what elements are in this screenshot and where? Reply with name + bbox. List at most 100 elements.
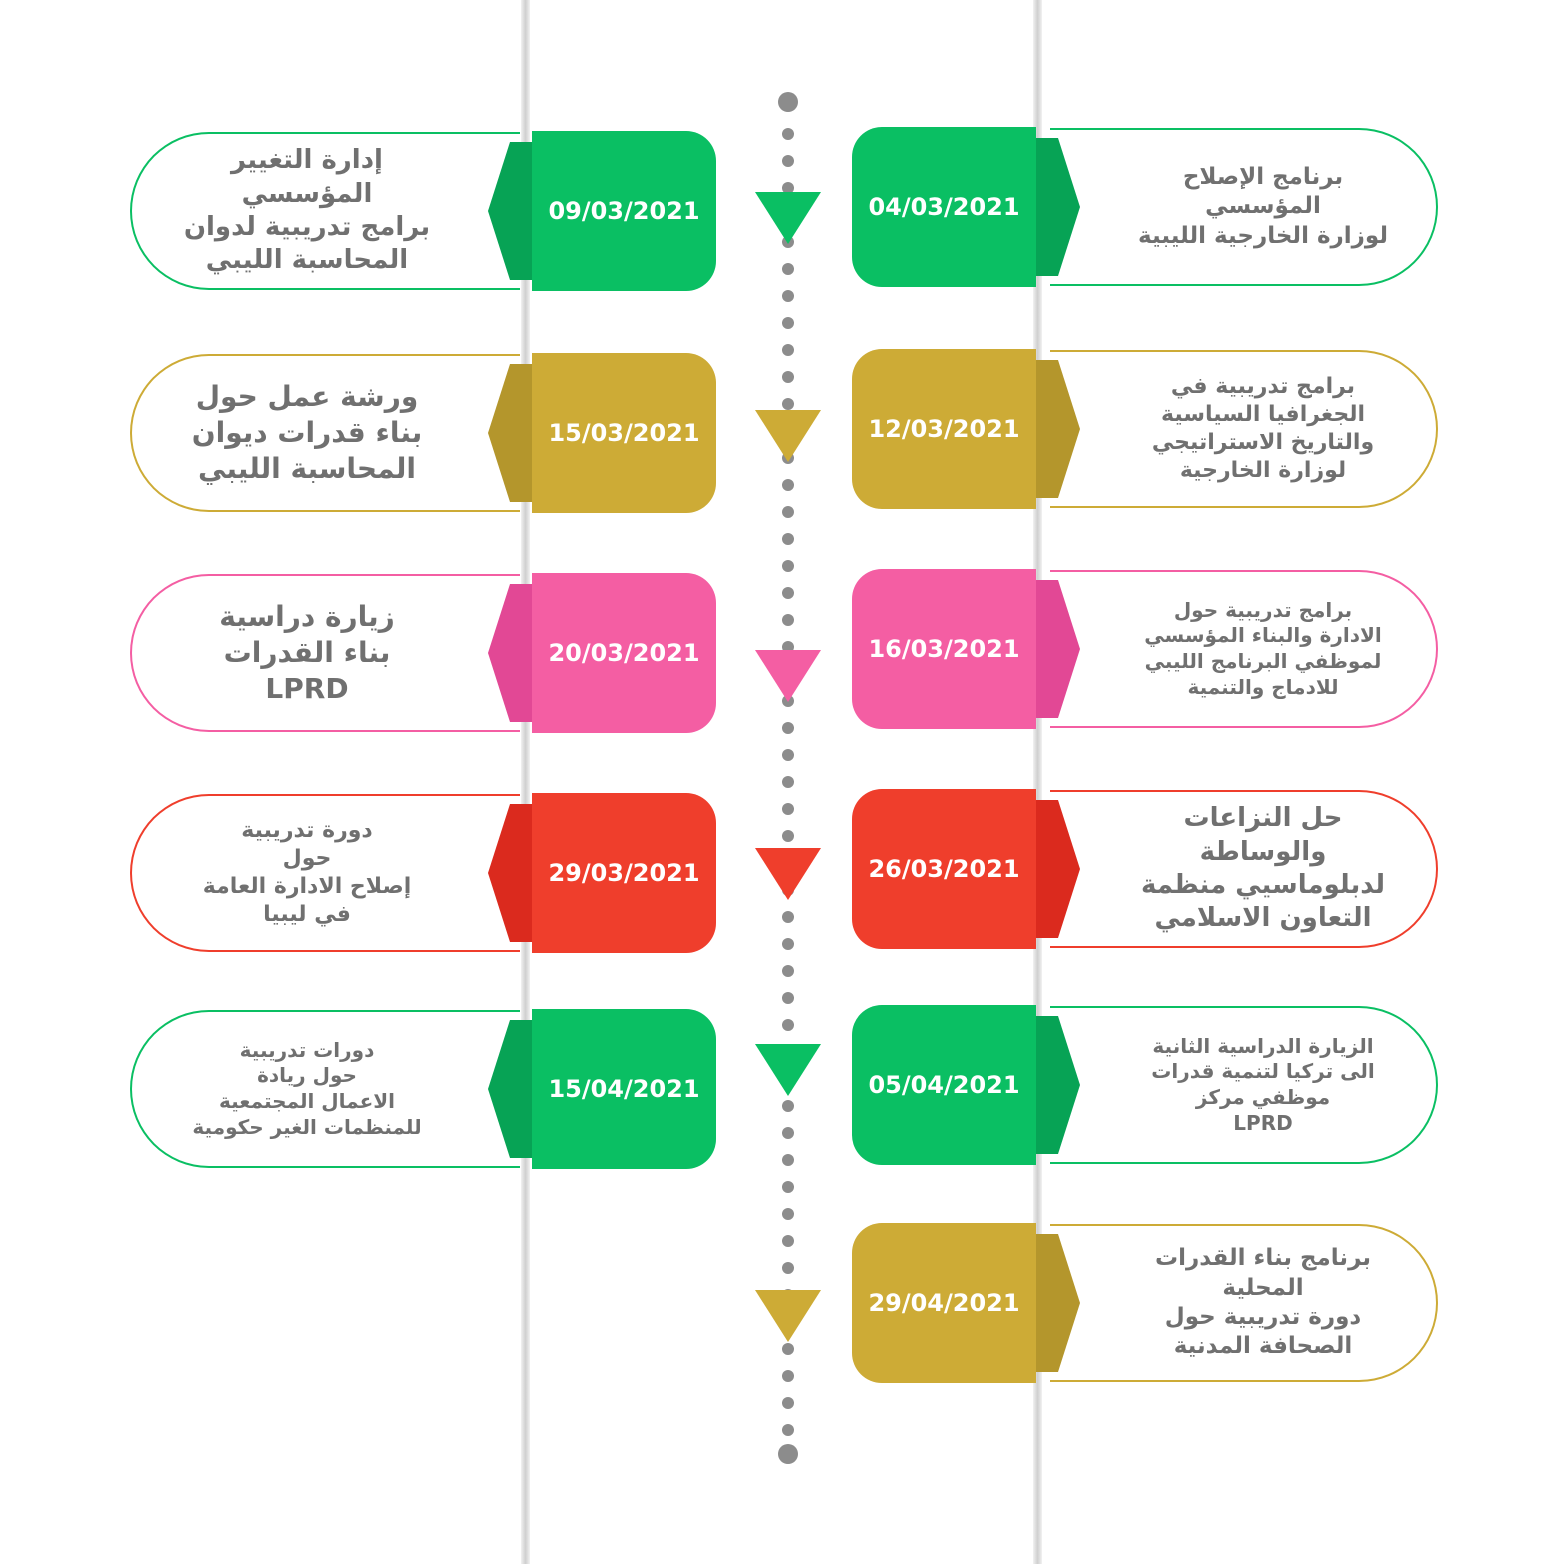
event-description-line: المحاسبة الليبي [198,451,416,485]
event-description-line: لوزارة الخارجية الليبية [1138,222,1388,249]
event-description-line: للادماج والتنمية [1187,674,1339,699]
spine-dot [782,344,794,356]
event-date-badge: 15/03/2021 [532,353,716,513]
spine-dot [782,182,794,194]
event-description-line: زيارة دراسية [219,600,395,634]
spine-dot [782,1154,794,1166]
spine-dot [782,263,794,275]
event-date-badge: 05/04/2021 [852,1005,1036,1165]
left-vertical-rule [521,0,530,1564]
event-description-line: في ليبيا [263,902,351,928]
event-description-line: دورة تدريبية [241,817,373,843]
event-description-line: الجغرافيا السياسية [1161,401,1365,427]
event-description-line: الى تركيا لتنمية قدرات [1151,1059,1375,1084]
spine-dot [782,479,794,491]
event-description-line: برامج تدريبية لدوان [183,212,431,242]
spine-dot [782,749,794,761]
spine-dot [782,506,794,518]
event-description-line: المؤسسي [1205,193,1321,220]
event-description-line: حل النزاعات والوساطة [1183,803,1343,867]
event-description-line: دورات تدريبية [239,1037,375,1062]
event-description-line: التعاون الاسلامي [1154,903,1372,934]
spine-dot [782,587,794,599]
spine-dot [782,1235,794,1247]
spine-dot [782,1208,794,1220]
event-description-line: موظفي مركز [1195,1085,1331,1109]
spine-dot [782,1262,794,1274]
event-description-line: حول [282,845,332,871]
spine-dot [782,533,794,545]
spine-dot [782,1397,794,1409]
spine-dot [782,1343,794,1355]
event-date-badge: 12/03/2021 [852,349,1036,509]
event-description-line: دورة تدريبية حول [1164,1304,1362,1330]
event-description-line: برامج تدريبية حول [1173,597,1353,622]
event-description-line: الاعمال المجتمعية [219,1089,395,1113]
spine-dot [782,317,794,329]
event-description-line: LPRD [1233,1110,1293,1135]
spine-dot [782,911,794,923]
event-date-badge: 04/03/2021 [852,127,1036,287]
event-date-badge: 20/03/2021 [532,573,716,733]
timeline-start-dot [778,92,798,112]
event-date-badge: 26/03/2021 [852,789,1036,949]
timeline-marker-triangle [755,650,821,702]
spine-dot [782,290,794,302]
spine-dot [782,992,794,1004]
event-description-line: الصحافة المدنية [1173,1333,1353,1360]
event-description-line: المحاسبة الليبي [205,245,409,276]
event-description-line: للمنظمات الغير حكومية [192,1114,422,1139]
spine-dot [782,776,794,788]
timeline-marker-triangle [755,848,821,900]
event-description-line: LPRD [265,671,349,705]
spine-dot [782,614,794,626]
event-description-line: إصلاح الادارة العامة [202,874,412,899]
spine-dot [782,128,794,140]
spine-dot [782,965,794,977]
event-description-line: الزيارة الدراسية الثانية [1152,1033,1374,1058]
event-date-badge: 15/04/2021 [532,1009,716,1169]
spine-dot [782,1127,794,1139]
event-description-line: الادارة والبناء المؤسسي [1144,623,1382,648]
right-vertical-rule [1033,0,1042,1564]
spine-dot [782,1100,794,1112]
event-description-line: ورشة عمل حول [195,380,419,414]
timeline-marker-triangle [755,192,821,244]
timeline-marker-triangle [755,1290,821,1342]
event-description-line: برنامج الإصلاح [1182,163,1344,190]
event-description-line: لدبلوماسيي منظمة [1140,870,1386,900]
spine-dot [782,830,794,842]
spine-dot [782,722,794,734]
spine-dot [782,1370,794,1382]
event-date-badge: 29/03/2021 [532,793,716,953]
timeline-marker-triangle [755,410,821,462]
event-description-line: برامج تدريبية في [1170,373,1356,399]
event-description-line: بناء القدرات [223,636,391,670]
event-description-line: بناء قدرات ديوان [191,416,423,450]
spine-dot [782,155,794,167]
event-description-line: لوزارة الخارجية [1179,458,1347,484]
event-description-line: حول ريادة [257,1063,357,1088]
timeline-end-dot [778,1444,798,1464]
event-date-badge: 29/04/2021 [852,1223,1036,1383]
